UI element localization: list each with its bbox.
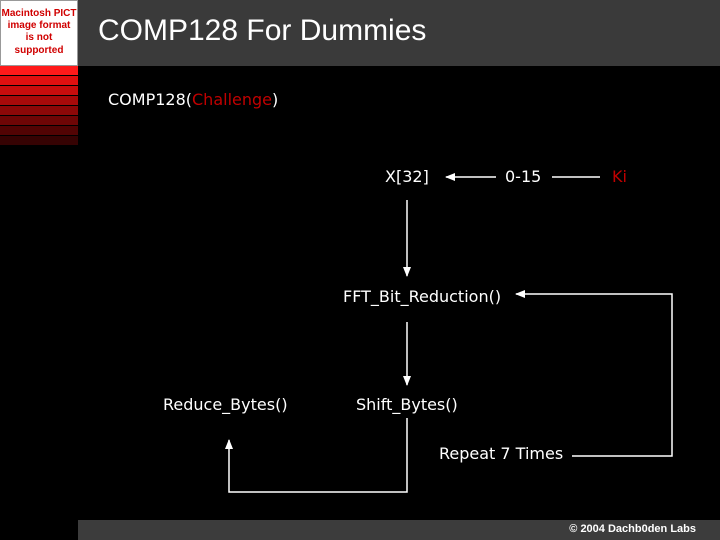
stripe — [0, 106, 78, 115]
arrow-shift-to-reduce — [225, 418, 408, 493]
node-reduce-bytes: Reduce_Bytes() — [163, 395, 288, 414]
node-range: 0-15 — [505, 167, 542, 186]
footer-bar: © 2004 Dachb0den Labs — [78, 520, 720, 540]
node-shift-bytes: Shift_Bytes() — [356, 395, 458, 414]
decorative-stripes — [0, 66, 78, 152]
slide-title: COMP128 For Dummies — [98, 14, 427, 47]
node-fft-bit-reduction: FFT_Bit_Reduction() — [343, 287, 502, 306]
logo-line-2: image format — [7, 20, 71, 31]
pict-placeholder-image: Macintosh PICT image format is not suppo… — [0, 0, 78, 66]
logo-line-3: is not supported — [14, 32, 64, 56]
function-signature: COMP128(Challenge) — [108, 90, 278, 109]
arrow-repeat-loop — [515, 290, 673, 457]
node-ki: Ki — [612, 167, 627, 186]
signature-argument: Challenge — [192, 90, 272, 109]
signature-prefix: COMP128( — [108, 90, 192, 109]
node-repeat: Repeat 7 Times — [439, 444, 564, 463]
copyright-text: © 2004 Dachb0den Labs — [569, 523, 696, 535]
stripe — [0, 66, 78, 75]
stripe — [0, 86, 78, 95]
stripe — [0, 116, 78, 125]
signature-suffix: ) — [272, 90, 279, 109]
stripe — [0, 126, 78, 135]
stripe — [0, 76, 78, 85]
stripe — [0, 136, 78, 145]
node-x32: X[32] — [385, 167, 429, 186]
header-bar: COMP128 For Dummies — [0, 0, 720, 66]
logo-line-1: Macintosh PICT — [1, 8, 77, 19]
stripe — [0, 96, 78, 105]
